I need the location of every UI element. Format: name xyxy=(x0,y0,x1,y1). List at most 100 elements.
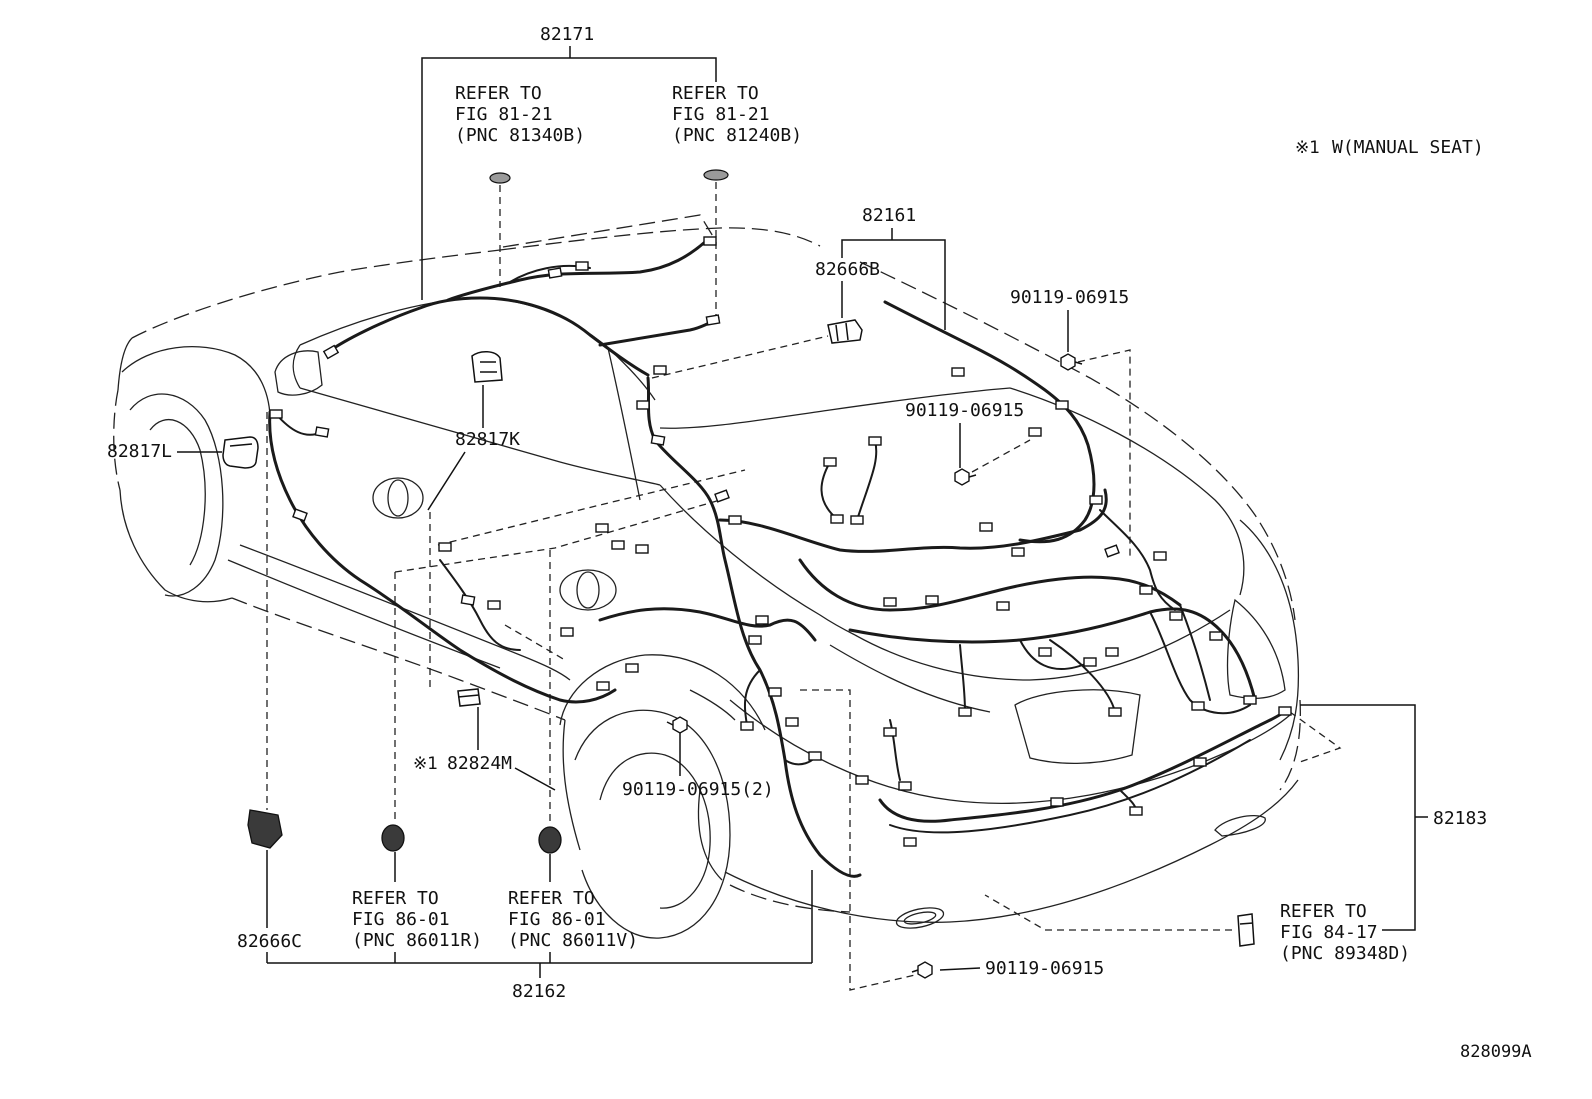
fastener-label-rear-floor[interactable]: 90119-06915(2) xyxy=(622,779,774,800)
part-label-82666C[interactable]: 82666C xyxy=(237,931,302,952)
clamp-82817L-icon xyxy=(222,436,259,469)
car-body-outline xyxy=(117,297,1300,939)
reference-86011V-line1[interactable]: REFER TO xyxy=(508,888,595,909)
harness-connector xyxy=(883,727,897,737)
harness-bumper-riser xyxy=(889,719,901,781)
front-tire-inner xyxy=(149,419,206,566)
trunk-left-edge xyxy=(659,484,856,636)
harness-connector xyxy=(1104,544,1120,558)
windshield-edge xyxy=(292,344,301,389)
harness-connector xyxy=(1193,757,1207,767)
harness-connector xyxy=(595,523,609,533)
fastener-label-top-right[interactable]: 90119-06915 xyxy=(1010,287,1129,308)
reference-81340B-line2[interactable]: FIG 81-21 xyxy=(455,104,553,125)
harness-connector xyxy=(1169,611,1183,621)
part-label-82817L[interactable]: 82817L xyxy=(107,441,172,462)
harness-connector xyxy=(808,751,822,761)
harness-connector xyxy=(883,597,897,607)
leader-82817K xyxy=(427,385,484,511)
harness-connector xyxy=(1038,647,1052,657)
harness-connector xyxy=(487,600,501,610)
bolt-shank xyxy=(1074,361,1083,365)
part-label-82171[interactable]: 82171 xyxy=(540,24,594,45)
exhaust-right xyxy=(1214,815,1266,837)
harness-connector xyxy=(1129,806,1143,816)
reference-86011V-line3[interactable]: (PNC 86011V) xyxy=(508,930,638,951)
guide-floor-front xyxy=(394,499,721,573)
part-label-82161[interactable]: 82161 xyxy=(862,205,916,226)
harness-connector xyxy=(1050,797,1064,807)
bolt-icon xyxy=(954,468,977,486)
harness-connector xyxy=(1209,631,1223,641)
front-wheel-arch xyxy=(121,346,271,431)
reference-81240B-line3[interactable]: (PNC 81240B) xyxy=(672,125,802,146)
right-quarter-line xyxy=(1239,519,1300,761)
sill-phantom-line xyxy=(231,597,566,721)
note-text: W(MANUAL SEAT) xyxy=(1332,137,1484,158)
reference-81340B-line1[interactable]: REFER TO xyxy=(455,83,542,104)
harness-floor-branch-2 xyxy=(856,440,878,521)
connector-82824M-icon xyxy=(457,688,481,707)
part-label-82824M[interactable]: 82824M xyxy=(447,753,512,774)
reference-86011R-line3[interactable]: (PNC 86011R) xyxy=(352,930,482,951)
harness-connector xyxy=(925,595,939,605)
reference-89348D-line1[interactable]: REFER TO xyxy=(1280,901,1367,922)
guide-bumper-left xyxy=(800,689,916,991)
harness-floor-branch-1 xyxy=(820,461,838,520)
bolt-head xyxy=(1060,353,1076,371)
car-body-phantom xyxy=(113,214,1301,913)
reference-81240B-line2[interactable]: FIG 81-21 xyxy=(672,104,770,125)
harness-connector xyxy=(1243,695,1257,705)
harness-connector xyxy=(1011,547,1025,557)
harness-connector xyxy=(903,837,917,847)
rear-bumper-bottom xyxy=(724,779,1299,923)
right-side-phantom-line xyxy=(859,261,1296,621)
fastener-label-bottom[interactable]: 90119-06915 xyxy=(985,958,1104,979)
harness-floor-riser xyxy=(1099,509,1176,611)
front-fender-line xyxy=(117,337,133,391)
harness-trunk-drop-3 xyxy=(1049,639,1116,713)
harness-connector xyxy=(1089,495,1103,505)
clamp-82817K-icon xyxy=(471,351,503,383)
harness-connector xyxy=(1105,647,1119,657)
tail-light-right xyxy=(1226,598,1286,699)
harness-center-main xyxy=(646,376,862,878)
part-label-82183[interactable]: 82183 xyxy=(1433,808,1487,829)
harness-connector xyxy=(653,365,667,375)
bolt-shank xyxy=(968,474,977,478)
harness-connector xyxy=(292,508,308,522)
harness-connector xyxy=(460,594,476,606)
harness-connector xyxy=(611,540,625,550)
harness-connector xyxy=(636,400,650,410)
part-label-82666B[interactable]: 82666B xyxy=(815,259,880,280)
reference-86011R-line1[interactable]: REFER TO xyxy=(352,888,439,909)
guide-bumper-right xyxy=(1289,711,1342,763)
harness-connector xyxy=(438,542,452,552)
bolt-head xyxy=(672,716,688,734)
harness-connector xyxy=(850,515,864,525)
reference-86011V-line2[interactable]: FIG 86-01 xyxy=(508,909,606,930)
harness-roof-front xyxy=(446,240,707,302)
part-label-82817K[interactable]: 82817K xyxy=(455,429,520,450)
harness-connector xyxy=(322,344,340,360)
fastener-label-center[interactable]: 90119-06915 xyxy=(905,400,1024,421)
harness-connector xyxy=(1108,707,1122,717)
rocker-line xyxy=(227,559,501,669)
reference-81340B-line3[interactable]: (PNC 81340B) xyxy=(455,125,585,146)
clip-86011R-icon xyxy=(381,824,405,852)
harness-connector xyxy=(703,236,717,246)
reference-86011R-line2[interactable]: FIG 86-01 xyxy=(352,909,450,930)
grommet-81240B-icon xyxy=(703,169,729,181)
emblem-front-inner xyxy=(387,479,409,517)
harness-connector xyxy=(1153,551,1167,561)
harness-connector xyxy=(575,261,589,271)
bolt-shank xyxy=(666,721,674,726)
trunk-rear-edge xyxy=(854,609,1231,681)
reference-81240B-line1[interactable]: REFER TO xyxy=(672,83,759,104)
harness-connector xyxy=(728,515,742,525)
reference-89348D-line2[interactable]: FIG 84-17 xyxy=(1280,922,1378,943)
harness-connectors xyxy=(269,236,1292,847)
part-label-82162[interactable]: 82162 xyxy=(512,981,566,1002)
reference-89348D-line3[interactable]: (PNC 89348D) xyxy=(1280,943,1410,964)
